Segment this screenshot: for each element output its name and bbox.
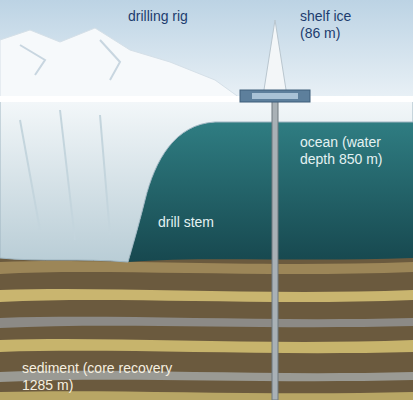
sediment-layer bbox=[0, 261, 413, 274]
illustration-label: shelf ice (86 m) bbox=[300, 8, 374, 42]
sediment-layer bbox=[0, 289, 413, 302]
drill-stem bbox=[272, 100, 278, 400]
sediment-layer bbox=[0, 317, 413, 328]
sky bbox=[0, 0, 413, 110]
drilling-platform bbox=[240, 90, 310, 102]
illustration-label: drilling rig bbox=[128, 8, 238, 25]
illustration-label: ocean (water depth 850 m) bbox=[300, 134, 398, 168]
ice-surface bbox=[0, 96, 413, 102]
illustration-label: sediment (core recovery 1285 m) bbox=[22, 360, 204, 394]
sediment-layer bbox=[0, 339, 413, 353]
ice-crevasse bbox=[20, 110, 110, 240]
illustration-label: drill stem bbox=[158, 214, 242, 231]
mountain bbox=[0, 28, 240, 98]
sediment bbox=[0, 255, 413, 400]
mountain-shade bbox=[20, 40, 120, 80]
shelf-ice bbox=[0, 98, 413, 262]
drilling-tower bbox=[263, 20, 287, 96]
platform-panel bbox=[252, 93, 298, 99]
